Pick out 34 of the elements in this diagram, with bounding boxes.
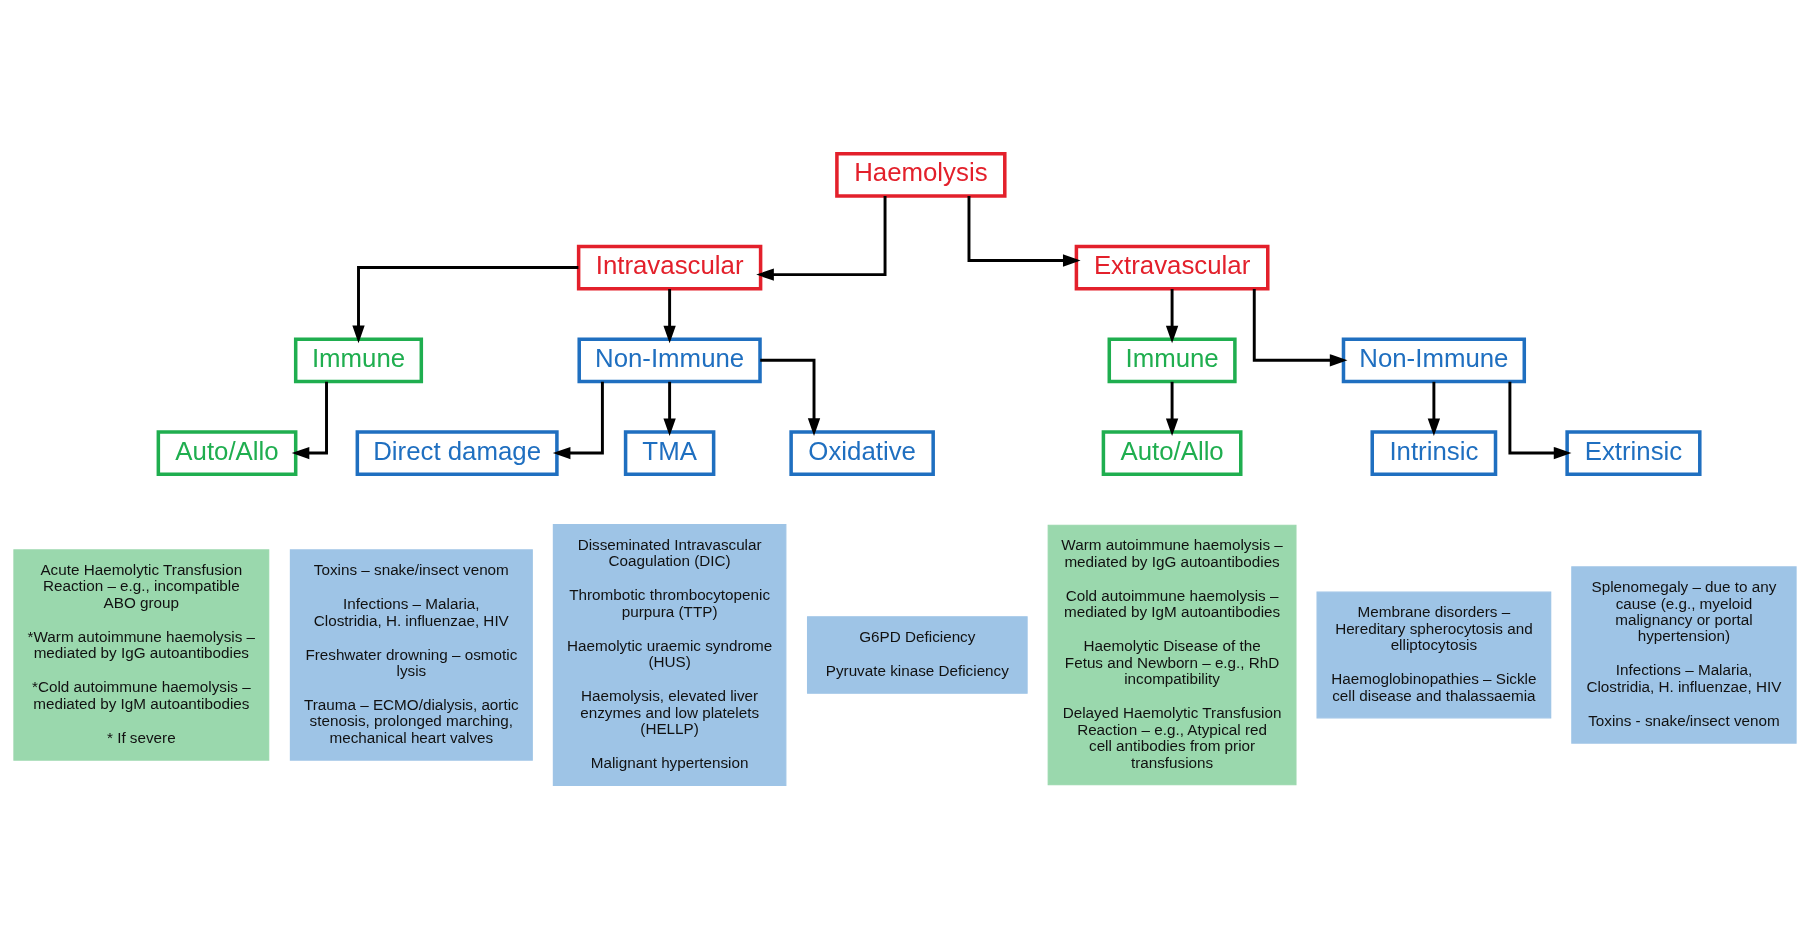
arrow: [967, 195, 1081, 267]
node-box: Non-Immune: [1341, 336, 1527, 383]
node-box: Extrinsic: [1565, 429, 1702, 476]
node-box: Direct damage: [355, 429, 559, 476]
arrow: [352, 265, 579, 343]
node-box: Non-Immune: [577, 336, 762, 383]
node-box: Disseminated Intravascular Coagulation (DIC) Thrombotic thrombocytopenic purpura (TTP) Haemolytic uraemic syndrome (HUS) Haemolysis, elevated liver enzymes and low platelets (HELLP) Malignant hypertension: [552, 523, 787, 786]
node-box: Splenomegaly – due to any cause (e.g., myeloid malignancy or portal hypertension) Infections – Malaria, Clostridia, H. influenzae, HIV Toxins - snake/insect venom: [1571, 565, 1797, 744]
node-box: Extravascular: [1074, 244, 1270, 290]
node-box: Immune: [1107, 336, 1237, 383]
arrow: [1252, 288, 1348, 366]
node-box: Acute Haemolytic Transfusion Reaction – e.g., incompatible ABO group *Warm autoimmune haemolysis – mediated by IgG autoantibodies *Cold autoimmune haemolysis – mediated by IgM autoantibodies * If severe: [13, 548, 270, 761]
node-box: Intrinsic: [1370, 429, 1498, 476]
node-box: Warm autoimmune haemolysis – mediated by IgG autoantibodies Cold autoimmune haemolysis – mediated by IgM autoantibodies Haemolytic Disease of the Fetus and Newborn – e.g., RhD incompatibility Delayed Haemolytic Transfusion Reaction – e.g., Atypical red cell antibodies from prior transfusions: [1047, 524, 1297, 785]
node-box: Haemolysis: [835, 151, 1007, 198]
node-box: Immune: [293, 336, 424, 383]
node-box: Oxidative: [789, 429, 935, 476]
arrow: [663, 381, 676, 436]
node-box: Membrane disorders – Hereditary spherocytosis and elliptocytosis Haemoglobinopathies – Sickle cell disease and thalassaemia: [1316, 591, 1552, 718]
node-box: Auto/Allo: [156, 429, 298, 476]
arrow: [663, 288, 676, 343]
arrow: [552, 381, 604, 459]
node-box: G6PD Deficiency Pyruvate kinase Deficiency: [806, 615, 1028, 694]
node-box: Intravascular: [576, 244, 763, 290]
arrow: [1508, 381, 1572, 459]
node-box: TMA: [623, 429, 716, 476]
arrow: [760, 358, 821, 436]
arrow: [756, 195, 887, 281]
node-box: Toxins – snake/insect venom Infections – Malaria, Clostridia, H. influenzae, HIV Freshwater drowning – osmotic lysis Trauma – ECMO/dialysis, aortic stenosis, prolonged marching, mechanical heart valves: [289, 548, 533, 761]
arrow: [1427, 381, 1441, 436]
arrow: [1165, 288, 1179, 343]
arrow: [1165, 381, 1179, 436]
arrow: [291, 381, 328, 459]
node-box: Auto/Allo: [1101, 429, 1243, 476]
